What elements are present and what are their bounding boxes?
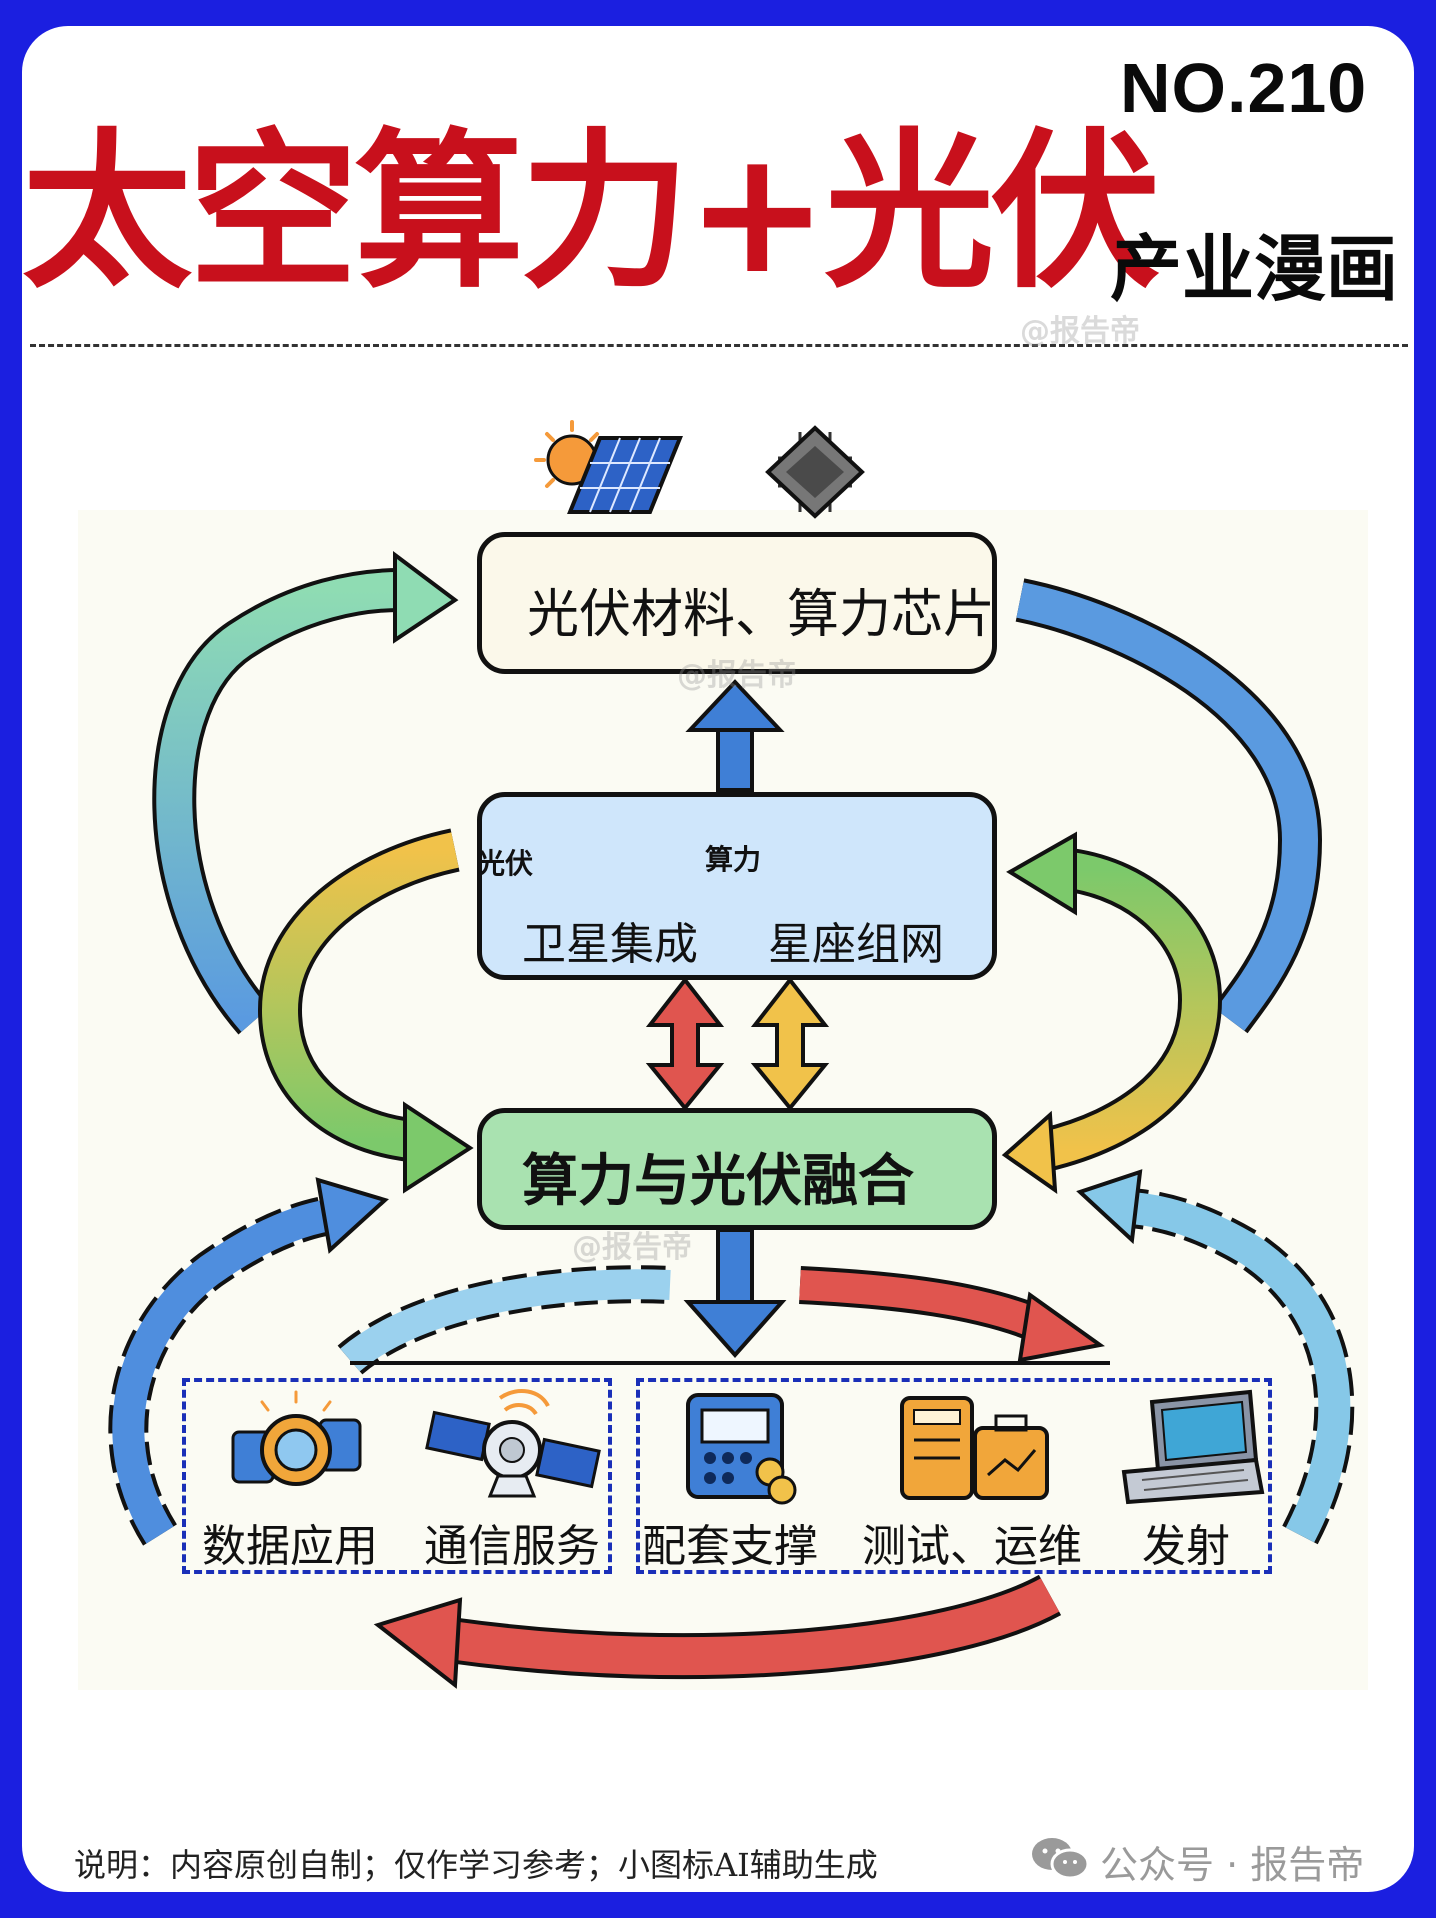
double-arrow-red <box>645 976 725 1112</box>
right-arc-arrow <box>799 1266 1105 1363</box>
wechat-icon <box>1032 1838 1090 1880</box>
outer-right-arrow <box>1015 578 1323 1034</box>
laptop-icon <box>1121 1389 1265 1505</box>
inner-right-arrow <box>1001 831 1223 1195</box>
title-divider <box>30 344 1408 347</box>
bottom-label-testing-ops: 测试、运维 <box>862 1521 1082 1572</box>
bottom-return-arrow <box>373 1574 1062 1689</box>
core-box <box>477 1108 997 1230</box>
communication-satellite-icon <box>425 1389 601 1498</box>
sun-solar-panel-icon <box>534 420 683 514</box>
documents-briefcase-icon <box>900 1396 1049 1500</box>
up-arrow <box>685 679 785 792</box>
core-box-label: 算力与光伏融合 <box>522 1149 914 1214</box>
lower-right-dashed-arrow <box>1076 1169 1355 1545</box>
middle-right-label: 星座组网 <box>768 919 944 970</box>
down-arrow <box>683 1228 787 1359</box>
control-panel-icon <box>686 1393 797 1505</box>
middle-left-tag: 光伏 <box>477 847 534 880</box>
middle-left-label: 卫星集成 <box>522 919 698 970</box>
bottom-label-launch: 发射 <box>1142 1521 1230 1572</box>
main-title: 太空算力+光伏 <box>22 114 1160 312</box>
top-box-label: 光伏材料、算力芯片 <box>527 585 996 645</box>
watermark: @报告帝 <box>572 1230 692 1265</box>
bottom-left-group <box>182 1378 612 1574</box>
bottom-label-communication: 通信服务 <box>424 1521 600 1572</box>
watermark: @报告帝 <box>677 658 797 693</box>
double-arrow-yellow <box>750 976 830 1112</box>
middle-box <box>477 792 997 980</box>
footer-brand: 公众号 · 报告帝 <box>1100 1843 1365 1887</box>
issue-number: NO.210 <box>1120 49 1368 127</box>
location-satellite-icon <box>231 1390 362 1486</box>
middle-right-tag: 算力 <box>705 843 762 876</box>
watermark: @报告帝 <box>1020 314 1140 349</box>
inner-left-arrow <box>257 828 474 1194</box>
bottom-label-support: 配套支撑 <box>642 1521 818 1572</box>
top-box <box>477 532 997 674</box>
left-arc-arrow <box>337 1265 671 1375</box>
chip-icon <box>765 425 865 519</box>
outer-left-arrow <box>152 551 459 1035</box>
lower-left-dashed-arrow <box>108 1177 389 1546</box>
footer-note: 说明：内容原创自制；仅作学习参考；小图标AI辅助生成 <box>74 1846 878 1884</box>
subtitle: 产业漫画 <box>1110 227 1399 311</box>
bottom-label-data-application: 数据应用 <box>202 1521 378 1572</box>
bottom-right-group <box>636 1378 1272 1574</box>
